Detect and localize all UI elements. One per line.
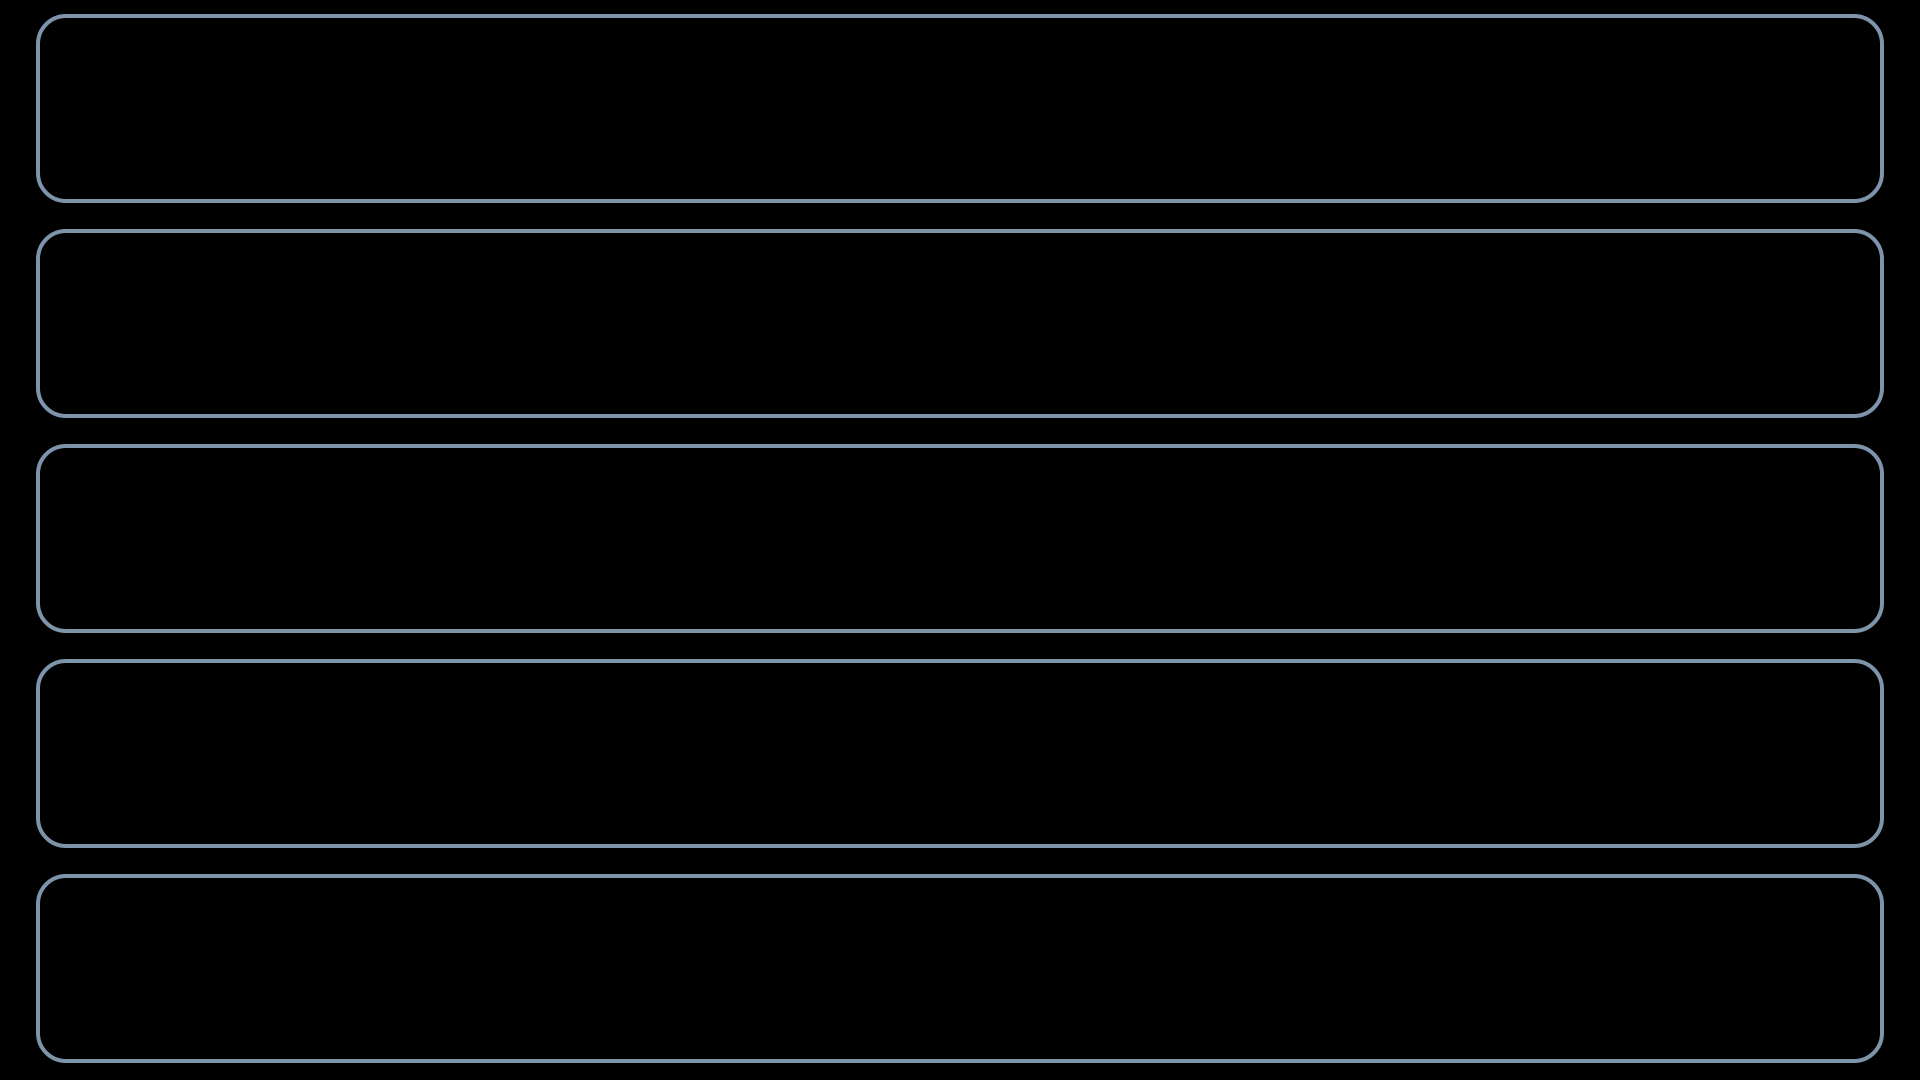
panel-3 xyxy=(36,444,1884,633)
panel-1 xyxy=(36,14,1884,203)
panel-2 xyxy=(36,229,1884,418)
panel-4 xyxy=(36,659,1884,848)
panel-5 xyxy=(36,874,1884,1063)
panel-stack xyxy=(36,14,1884,1063)
